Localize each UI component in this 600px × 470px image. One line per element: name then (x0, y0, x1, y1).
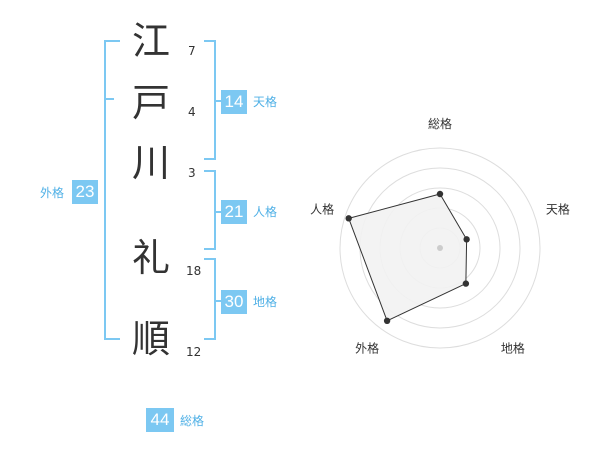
jinkaku-label: 人格 (253, 205, 278, 219)
name-char-5: 順 (131, 317, 170, 361)
jinkaku-bracket-bottom (204, 248, 216, 250)
radar-point-3 (462, 280, 470, 287)
jinkaku-bracket-tick (214, 211, 222, 213)
chikaku-bracket-bottom (204, 338, 216, 340)
tenkaku-bracket-top (204, 40, 216, 42)
jinkaku-value: 21 (221, 200, 247, 224)
radar-center (437, 245, 443, 251)
name-char-2: 戸 (131, 81, 170, 125)
name-char-3: 川 (131, 141, 170, 185)
stroke-count-4: 18 (186, 264, 202, 278)
stroke-count-1: 7 (188, 44, 196, 58)
gaikaku-value: 23 (72, 180, 98, 204)
radar-axis-label-5: 人格 (310, 202, 334, 217)
name-char-4: 礼 (131, 236, 170, 280)
soukaku-value: 44 (146, 408, 174, 432)
jinkaku-bracket-top (204, 170, 216, 172)
gaikaku-bracket-tick (104, 98, 114, 100)
chikaku-bracket-top (204, 258, 216, 260)
radar-axis-label-2: 天格 (546, 202, 570, 217)
radar-axis-label-1: 総格 (428, 116, 452, 131)
stroke-count-2: 4 (188, 105, 196, 119)
radar-point-4 (383, 317, 391, 325)
jinkaku-bracket (214, 170, 216, 250)
gaikaku-bracket-bottom (104, 338, 120, 340)
chikaku-value: 30 (221, 290, 247, 314)
tenkaku-bracket-bottom (204, 158, 216, 160)
chikaku-bracket-tick (214, 300, 222, 302)
radar-point-1 (436, 190, 444, 198)
soukaku-label: 総格 (180, 414, 205, 428)
radar-axis-label-3: 地格 (501, 340, 525, 355)
gaikaku-bracket (104, 40, 106, 340)
radar-points (345, 190, 470, 325)
radar-axis-label-4: 外格 (355, 340, 379, 355)
stroke-count-5: 12 (186, 345, 202, 359)
tenkaku-value: 14 (221, 90, 247, 114)
radar-point-5 (345, 215, 352, 222)
radar-point-2 (463, 236, 470, 243)
stroke-count-3: 3 (188, 166, 196, 180)
gaikaku-bracket-top (104, 40, 120, 42)
tenkaku-label: 天格 (253, 95, 278, 109)
name-char-1: 江 (131, 19, 170, 63)
chikaku-bracket (214, 258, 216, 340)
chikaku-label: 地格 (253, 295, 278, 309)
gaikaku-label: 外格 (40, 186, 65, 200)
radar-area (348, 193, 468, 322)
tenkaku-bracket-tick (214, 100, 222, 102)
